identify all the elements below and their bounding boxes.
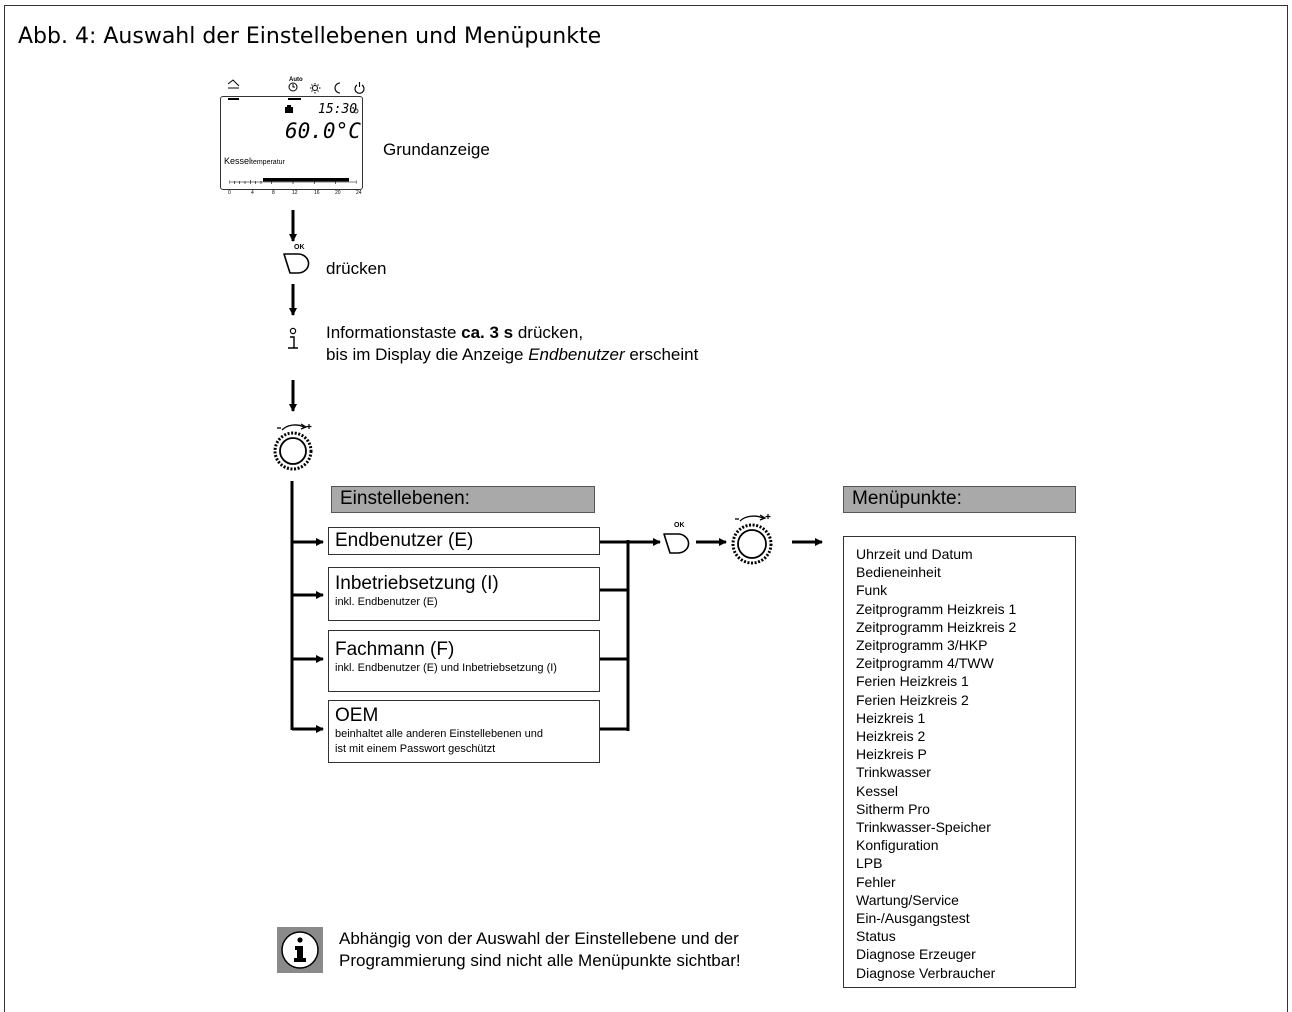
display-sun-icon [353, 108, 359, 114]
ok-label: OK [294, 244, 305, 251]
mode-indicator-auto [288, 98, 301, 100]
display-label-bold: Kessel [224, 156, 252, 166]
figure-title: Abb. 4: Auswahl der Einstellebenen und M… [18, 24, 602, 49]
menu-item: Ferien Heizkreis 2 [856, 691, 969, 708]
ok-button-icon-2 [663, 533, 690, 554]
mode-icon-row [227, 79, 365, 94]
lcd-display: 15:30 60.0°C Kesseltemperatur [220, 96, 363, 190]
menu-item: Zeitprogramm 3/HKP [856, 637, 988, 654]
tick-label: 4 [251, 190, 254, 196]
menu-item: Fehler [856, 873, 896, 890]
info-note-line2: Programmierung sind nicht alle Menüpunkt… [339, 951, 741, 970]
level-title: Endbenutzer (E) [335, 530, 474, 551]
menu-item: Ein-/Ausgangstest [856, 910, 970, 927]
hand-icon [227, 79, 240, 89]
tick-label: 16 [314, 190, 320, 196]
menu-items-box: Uhrzeit und Datum Bedieneinheit Funk Zei… [843, 536, 1076, 988]
tick-label: 8 [272, 190, 275, 196]
level-box-endbenutzer: Endbenutzer (E) [328, 527, 600, 555]
menu-item: Uhrzeit und Datum [856, 546, 973, 562]
menu-item: Diagnose Verbraucher [856, 964, 996, 981]
grundanzeige-label: Grundanzeige [383, 140, 490, 159]
menu-item: Trinkwasser-Speicher [856, 819, 991, 836]
mode-indicator-manual [228, 98, 239, 100]
moon-icon [334, 82, 341, 94]
menu-header: Menüpunkte: [843, 486, 1076, 513]
level-subtitle: ist mit einem Passwort geschützt [335, 742, 496, 755]
menu-item: Diagnose Erzeuger [856, 946, 976, 963]
info-line1-bold: ca. 3 s [461, 323, 514, 342]
info-instruction-line2: bis im Display die Anzeige Endbenutzer e… [326, 344, 698, 365]
menu-item: Zeitprogramm Heizkreis 1 [856, 600, 1017, 617]
tick-label: 12 [292, 190, 298, 196]
menu-item: Heizkreis 1 [856, 709, 926, 726]
display-time: 15:30 [318, 102, 358, 117]
menu-item: Sitherm Pro [856, 800, 930, 817]
level-box-inbetriebsetzung: Inbetriebsetzung (I) inkl. Endbenutzer (… [328, 567, 600, 621]
menu-item: Status [856, 928, 896, 945]
level-subtitle: inkl. Endbenutzer (E) [335, 595, 438, 608]
info-line2-post: erscheint [624, 345, 699, 364]
menu-item: Zeitprogramm 4/TWW [856, 655, 994, 672]
info-line2-pre: bis im Display die Anzeige [326, 345, 529, 364]
level-title: OEM [335, 705, 379, 726]
info-note-icon [277, 927, 323, 973]
info-note-text: Abhängig von der Auswahl der Einstellebe… [339, 928, 741, 972]
info-line2-italic: Endbenutzer [528, 345, 625, 364]
press-label: drücken [326, 259, 387, 278]
info-line1-post: drücken, [513, 323, 584, 342]
menu-item: Bedieneinheit [856, 564, 941, 581]
tick-label: 0 [228, 190, 231, 196]
info-line1-pre: Informationstaste [326, 323, 462, 342]
auto-mode-label: Auto [289, 77, 303, 83]
display-label-rest: temperatur [251, 159, 285, 166]
rotary-dial-icon [273, 423, 313, 471]
menu-item: Wartung/Service [856, 891, 959, 908]
rotary-dial-icon-2 [731, 514, 773, 565]
menu-item: Kessel [856, 782, 899, 799]
tick-label: 24 [356, 190, 362, 196]
time-bar [229, 178, 357, 184]
menu-item: Ferien Heizkreis 1 [856, 673, 969, 690]
menu-item: Heizkreis 2 [856, 728, 926, 745]
display-label: Kesseltemperatur [224, 156, 285, 166]
level-title: Fachmann (F) [335, 639, 455, 660]
figure-frame [4, 5, 1288, 1012]
menu-item: LPB [856, 855, 883, 872]
info-note-line1: Abhängig von der Auswahl der Einstellebe… [339, 929, 739, 948]
ok-label-2: OK [674, 522, 685, 529]
ok-button-icon [283, 253, 310, 274]
tick-label: 20 [335, 190, 341, 196]
menu-item: Zeitprogramm Heizkreis 2 [856, 618, 1017, 635]
menu-item: Funk [856, 582, 888, 599]
menu-item: Heizkreis P [856, 746, 927, 763]
info-key-icon [288, 327, 298, 349]
burner-icon [285, 105, 293, 113]
auto-clock-icon [288, 82, 298, 92]
menu-item: Konfiguration [856, 837, 939, 854]
sun-icon [310, 83, 321, 94]
levels-header: Einstellebenen: [331, 486, 595, 513]
time-bar-ticks: 0 4 8 12 16 20 24 [226, 190, 366, 198]
display-temperature: 60.0°C [285, 119, 361, 143]
level-title: Inbetriebsetzung (I) [335, 573, 499, 594]
level-subtitle: inkl. Endbenutzer (E) und Inbetriebsetzu… [335, 661, 557, 674]
level-box-oem: OEM beinhaltet alle anderen Einstelleben… [328, 700, 600, 763]
level-subtitle: beinhaltet alle anderen Einstellebenen u… [335, 727, 543, 740]
menu-item: Trinkwasser [856, 764, 931, 781]
level-box-fachmann: Fachmann (F) inkl. Endbenutzer (E) und I… [328, 630, 600, 692]
info-instruction-line1: Informationstaste ca. 3 s drücken, [326, 322, 583, 343]
power-icon [354, 82, 365, 94]
